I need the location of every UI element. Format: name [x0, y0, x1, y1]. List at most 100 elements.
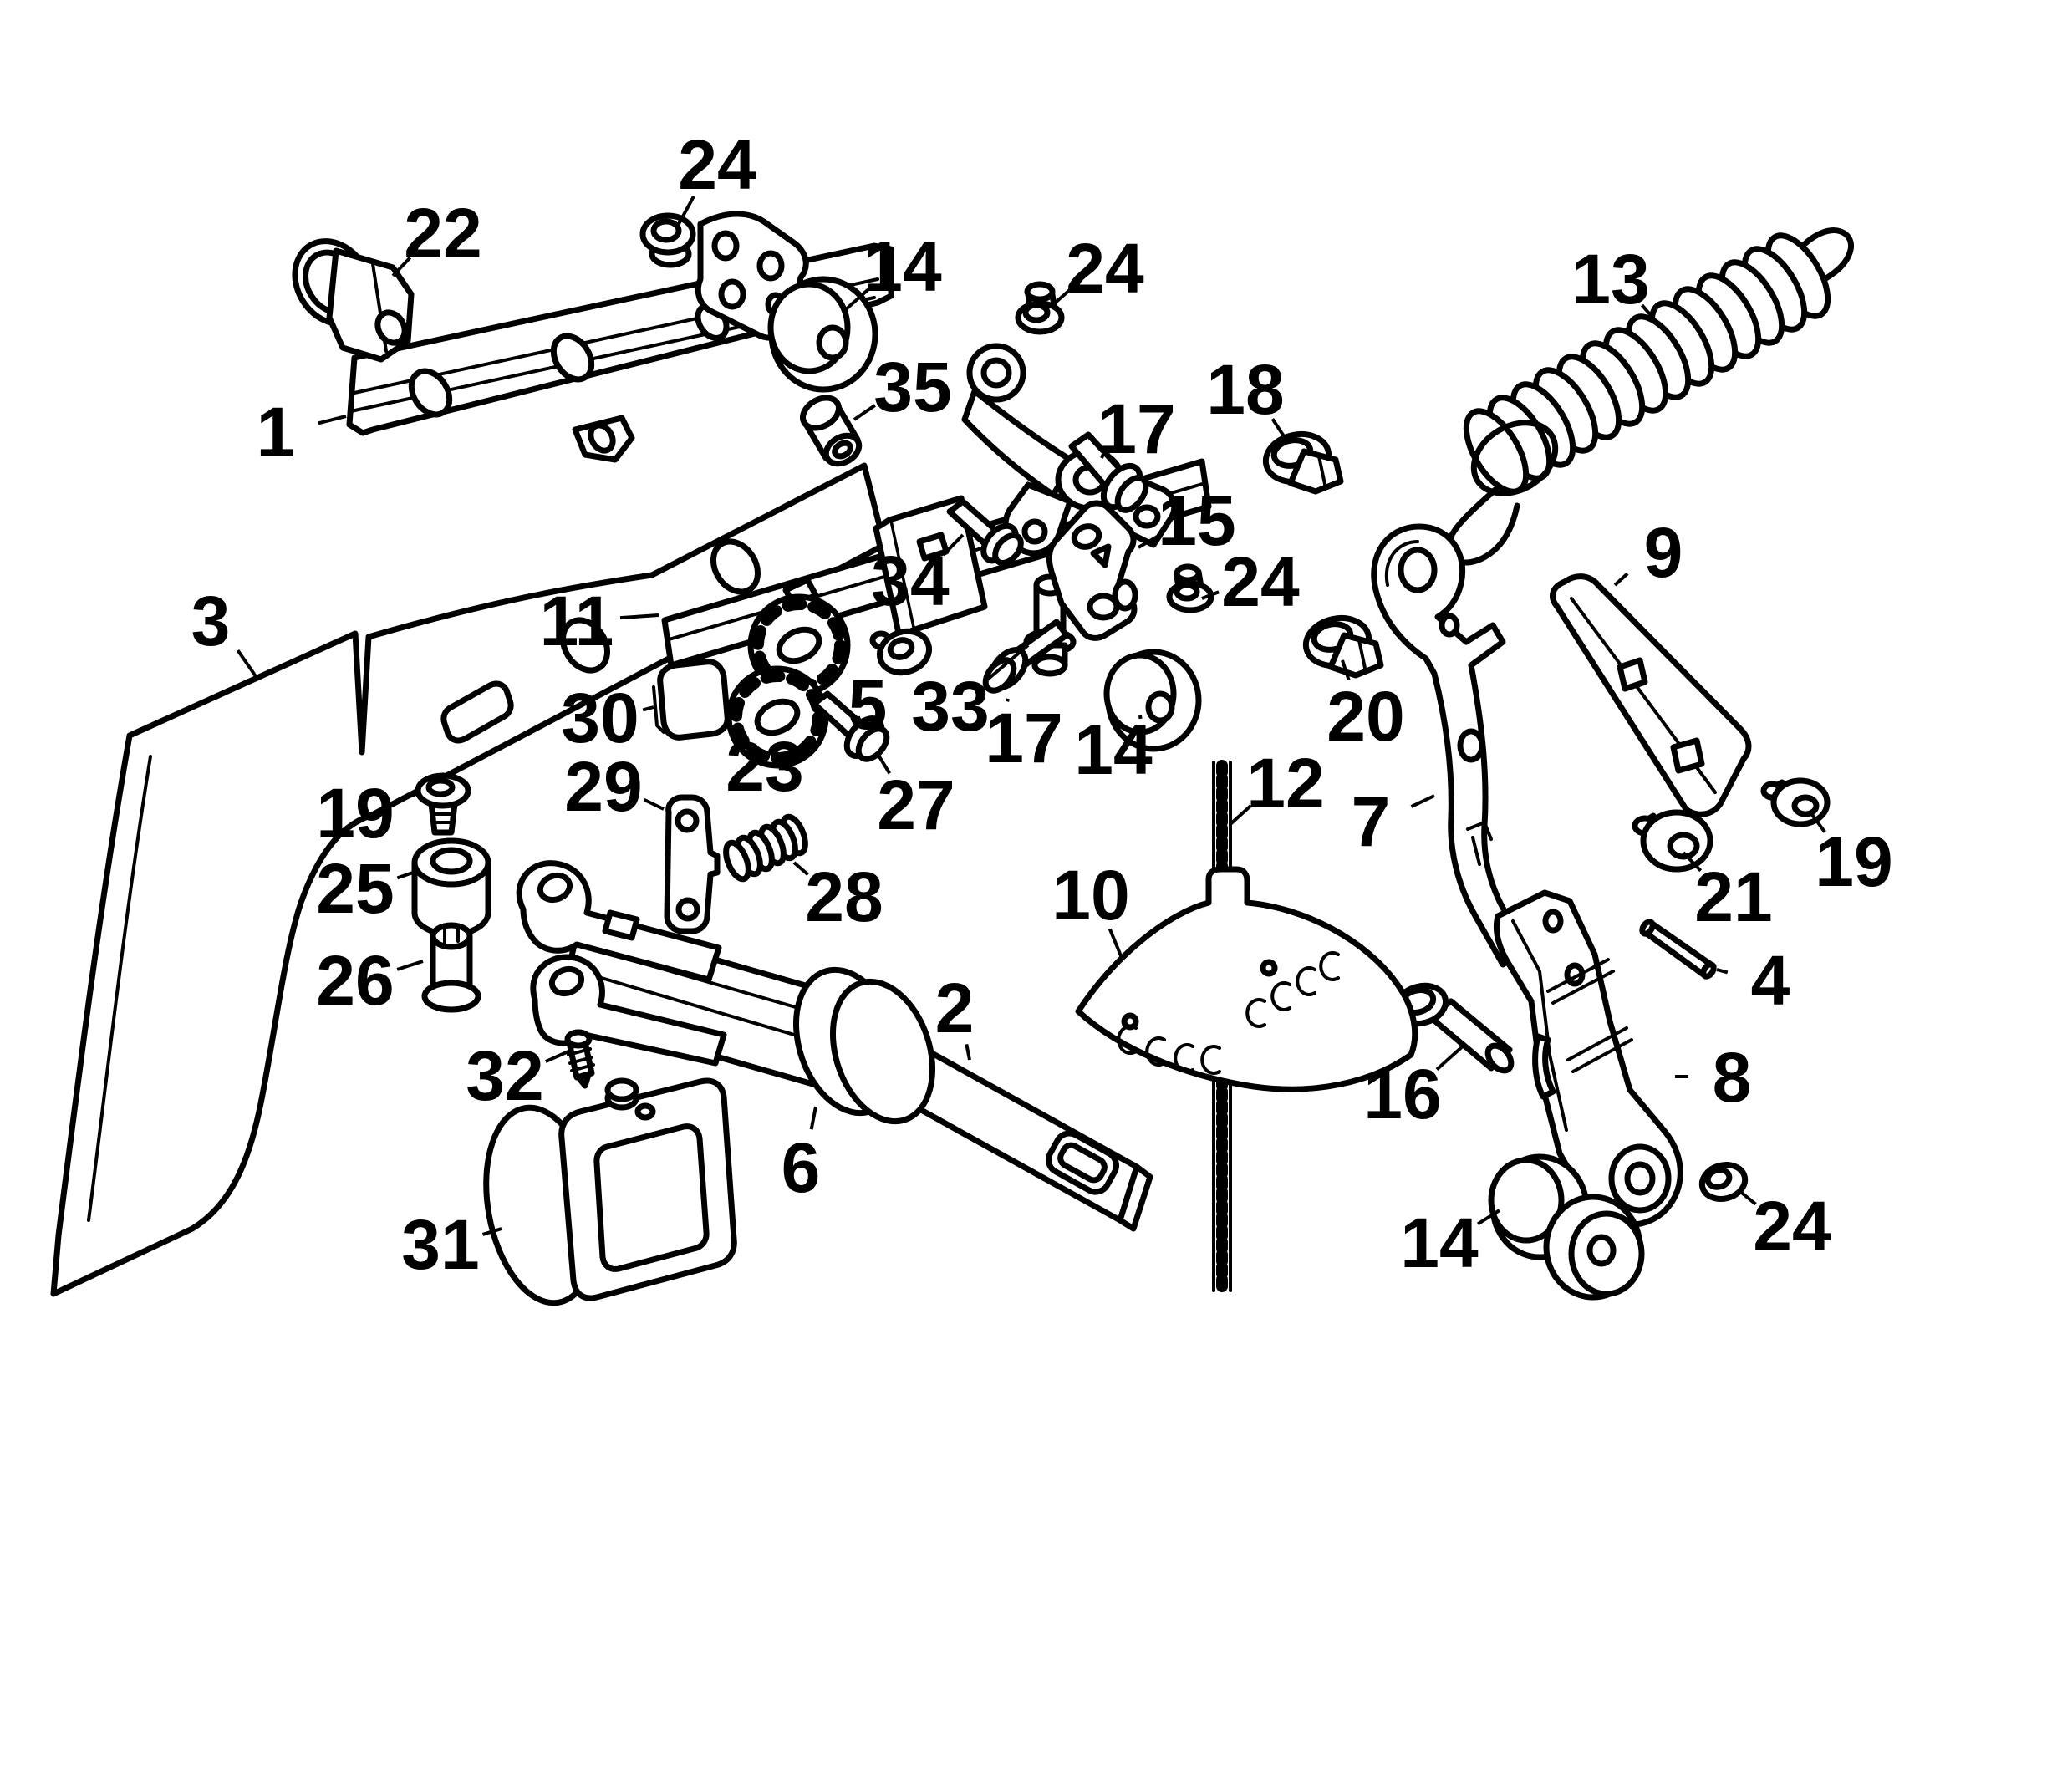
- part-35-spacer-bushing: [800, 395, 863, 467]
- callout-label-16-36: 16: [1363, 1055, 1441, 1133]
- callout-label-3-17: 3: [191, 582, 231, 660]
- part-31-cover-housing: [483, 1077, 737, 1306]
- callout-label-34-10: 34: [871, 542, 950, 620]
- callout-label-1-2: 1: [257, 393, 296, 471]
- callout-label-31-39: 31: [401, 1205, 479, 1284]
- part-23-toothed-lock-washers: [726, 593, 851, 769]
- callout-label-29-26: 29: [564, 747, 642, 826]
- part-2-height-index-bar: [873, 1028, 1153, 1232]
- part-30-friction-pad: [652, 659, 731, 741]
- part-24-push-plug: [1015, 281, 1065, 335]
- callout-label-10-23: 10: [1052, 856, 1129, 934]
- part-26-clevis-pin: [421, 922, 481, 1013]
- leader-line-push-plug: [1050, 288, 1072, 308]
- leader-line-control-cable: [1229, 804, 1252, 826]
- leader-line-extension-spring: [1640, 303, 1662, 328]
- leader-line-support-plate: [1613, 572, 1629, 587]
- leader-line-shoulder-button-screw: [1809, 811, 1826, 833]
- leader-line-friction-pad: [642, 705, 654, 712]
- callout-label-18-8: 18: [1206, 350, 1284, 429]
- leader-line-pivot-bar: [619, 613, 659, 620]
- callout-label-14-3: 14: [863, 227, 942, 306]
- leader-line-flange-grommet: [677, 195, 695, 225]
- part-34-clevis-pin: [946, 498, 1024, 566]
- leader-line-height-index-bar: [965, 1044, 971, 1061]
- leader-line-self-tapping-screw: [545, 1050, 569, 1063]
- callout-label-23-18: 23: [726, 727, 803, 806]
- callout-label-13-7: 13: [1571, 240, 1649, 318]
- callout-label-32-35: 32: [466, 1036, 543, 1115]
- callout-label-14-21: 14: [1074, 710, 1153, 789]
- part-25-roller-spacer: [411, 837, 491, 938]
- part-10-ratchet-quadrant: [1075, 866, 1418, 1092]
- leader-line-toothed-lock-washer: [781, 726, 785, 731]
- callout-label-30-19: 30: [561, 679, 639, 757]
- part-20-flange-lock-nut: [1302, 614, 1384, 679]
- part-15-pivot-bracket: [1046, 500, 1138, 641]
- callout-label-4-32: 4: [1751, 941, 1790, 1020]
- leader-line-shoulder-bolt: [1006, 698, 1010, 702]
- part-28-compression-spring: [723, 813, 808, 883]
- part-13-extension-spring: [1445, 227, 1854, 566]
- leader-line-spacer-bushing: [853, 404, 876, 421]
- leader-line-flange-lock-nut: [1270, 418, 1289, 443]
- leader-line-flat-washer: [1737, 1189, 1757, 1206]
- part-4-roll-pin: [1639, 919, 1717, 980]
- callout-label-33-16: 33: [911, 667, 989, 746]
- leader-line-pivot-bracket: [1137, 534, 1158, 549]
- leader-line-clevis-pin: [942, 533, 965, 557]
- leader-line-shoulder-bolt: [876, 752, 892, 775]
- part-14-cable-pulley-pair: [1488, 1153, 1645, 1301]
- part-3-discharge-chute-plate: [50, 462, 888, 1297]
- part-11-sector-plate: [873, 495, 988, 640]
- leader-line-pivot-tube: [809, 1106, 817, 1130]
- leader-line-upper-lift-arm: [1410, 794, 1435, 808]
- callout-label-15-9: 15: [1158, 481, 1235, 560]
- part-7-upper-lift-arm: [1371, 523, 1530, 968]
- callout-label-22-1: 22: [404, 194, 481, 272]
- leader-line-discharge-chute-plate: [236, 649, 259, 680]
- callout-label-35-5: 35: [873, 348, 951, 426]
- leader-line-channel-bracket: [318, 415, 347, 425]
- callout-label-17-20: 17: [985, 699, 1062, 777]
- leader-line-compression-spring: [792, 861, 809, 876]
- callout-label-24-4: 24: [1066, 229, 1144, 308]
- part-8-lower-lift-arm: [1493, 889, 1683, 1228]
- leader-line-detent-link: [643, 797, 665, 811]
- leader-line-cable-pulley: [1138, 715, 1143, 720]
- leader-line-cover-housing: [481, 1227, 502, 1236]
- callout-label-25-30: 25: [316, 849, 394, 928]
- part-32-self-tapping-screw: [564, 1029, 595, 1089]
- leader-line-shoulder-button-screw: [396, 792, 417, 803]
- callout-label-21-28: 21: [1694, 858, 1772, 936]
- callout-label-26-33: 26: [316, 941, 394, 1020]
- part-29-detent-link: [664, 794, 721, 934]
- callout-label-19-25: 19: [316, 774, 394, 853]
- callout-label-24-41: 24: [1753, 1187, 1831, 1265]
- leader-line-roller-spacer: [396, 871, 414, 880]
- part-22-shoulder-rivet: [292, 238, 415, 363]
- part-19-shoulder-button-screw: [1760, 777, 1831, 827]
- part-14-cable-pulley: [1103, 649, 1202, 752]
- callout-label-17-6: 17: [1097, 389, 1175, 468]
- callout-label-28-31: 28: [805, 858, 883, 936]
- leader-line-cable-pulley: [843, 288, 870, 313]
- leader-line-roll-pin: [1716, 968, 1729, 975]
- leader-line-push-plug: [1201, 590, 1220, 600]
- leader-line-flange-lock-nut: [1341, 659, 1351, 681]
- part-24-flat-washer: [1698, 1162, 1749, 1202]
- callout-label-6-38: 6: [782, 1128, 821, 1207]
- part-19-shoulder-button-screw: [415, 772, 471, 836]
- callout-label-27-27: 27: [877, 766, 955, 844]
- leader-line-ratchet-quadrant: [1108, 928, 1123, 959]
- callout-label-24-0: 24: [678, 125, 756, 204]
- callout-label-24-11: 24: [1221, 542, 1300, 621]
- part-9-support-plate: [1550, 573, 1752, 817]
- leader-line-cable-pulley: [1476, 1209, 1501, 1226]
- callout-label-8-37: 8: [1713, 1038, 1752, 1117]
- leader-line-shoulder-bolt: [1100, 452, 1106, 459]
- callout-label-12-22: 12: [1246, 744, 1324, 822]
